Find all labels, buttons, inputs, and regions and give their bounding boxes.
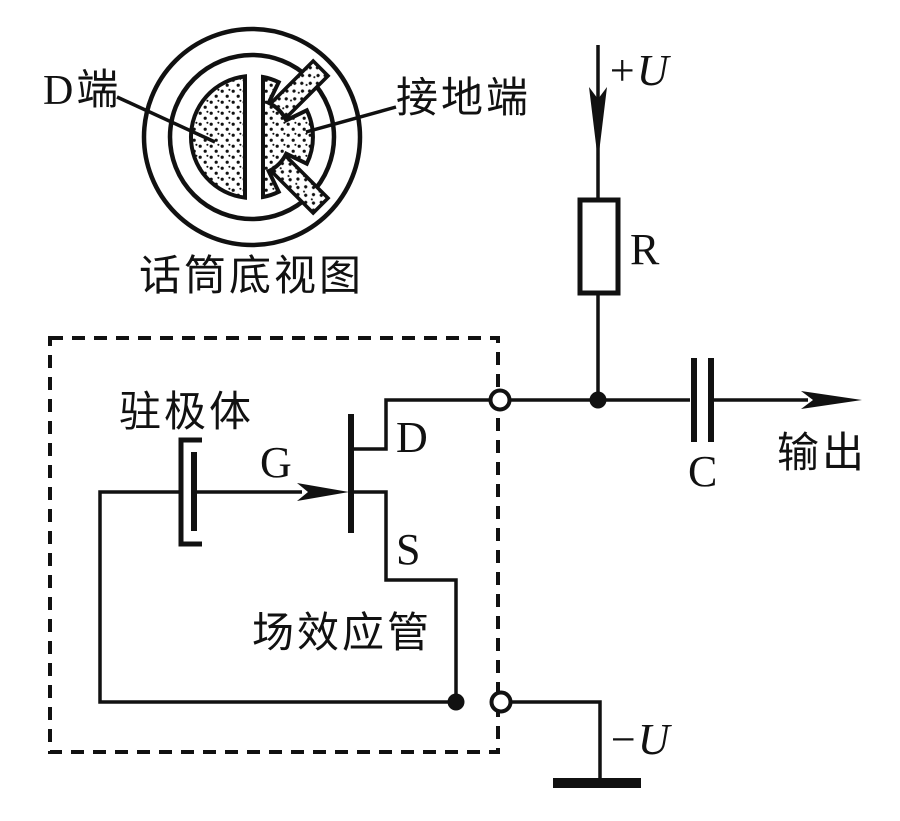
mic-ground-terminal-label: 接地端 — [396, 76, 531, 122]
coupling-capacitor: C — [688, 358, 717, 496]
negative-supply-label: −U — [608, 715, 673, 764]
electret-return-wire — [98, 490, 448, 704]
junction-dot-top — [589, 391, 607, 409]
electret-capacitor: 驻极体 — [119, 390, 254, 547]
fet-name-label: 场效应管 — [252, 610, 432, 657]
negative-supply-wire — [510, 700, 602, 779]
mic-d-terminal-pad — [188, 74, 247, 200]
arrows — [589, 87, 862, 409]
nodes — [447, 388, 607, 714]
junction-dot-bottom — [447, 693, 465, 711]
mic-outer-case-circle — [141, 26, 363, 248]
module-dashed-boundary — [48, 336, 500, 754]
fet-gate-label: G — [260, 438, 292, 487]
fet-symbol: G D S 场效应管 — [252, 413, 432, 657]
mic-caption: 话筒底视图 — [139, 254, 364, 300]
mic-inner-ring-circle — [167, 52, 337, 222]
electret-bracket-plate — [178, 437, 202, 547]
positive-supply-label: +U — [607, 46, 672, 95]
d-terminal-leader-line — [116, 95, 216, 144]
resistor: R — [577, 197, 660, 296]
resistor-label: R — [630, 225, 660, 274]
drain-lead-wire — [352, 398, 491, 451]
mic-d-terminal-label: D端 — [43, 68, 121, 114]
fet-drain-label: D — [396, 413, 428, 462]
source-lead-wire — [352, 490, 458, 694]
resistor-body — [577, 197, 621, 296]
module-output-terminal-circle — [488, 388, 512, 412]
supply: +U −U — [553, 46, 673, 788]
mic-ground-terminal-pad — [261, 74, 315, 200]
output-label: 输出 — [777, 431, 867, 477]
mic-bottom-view: D端 接地端 话筒底视图 — [43, 26, 531, 300]
capacitor-label: C — [688, 447, 717, 496]
ground-terminal-leader-line — [305, 105, 397, 134]
module-ground-terminal-circle — [489, 690, 513, 714]
output-arrow-icon — [801, 391, 862, 409]
electret-label: 驻极体 — [119, 390, 254, 436]
fet-source-label: S — [396, 525, 420, 574]
gate-arrow-icon — [297, 483, 349, 501]
supply-current-arrow-icon — [589, 87, 607, 161]
